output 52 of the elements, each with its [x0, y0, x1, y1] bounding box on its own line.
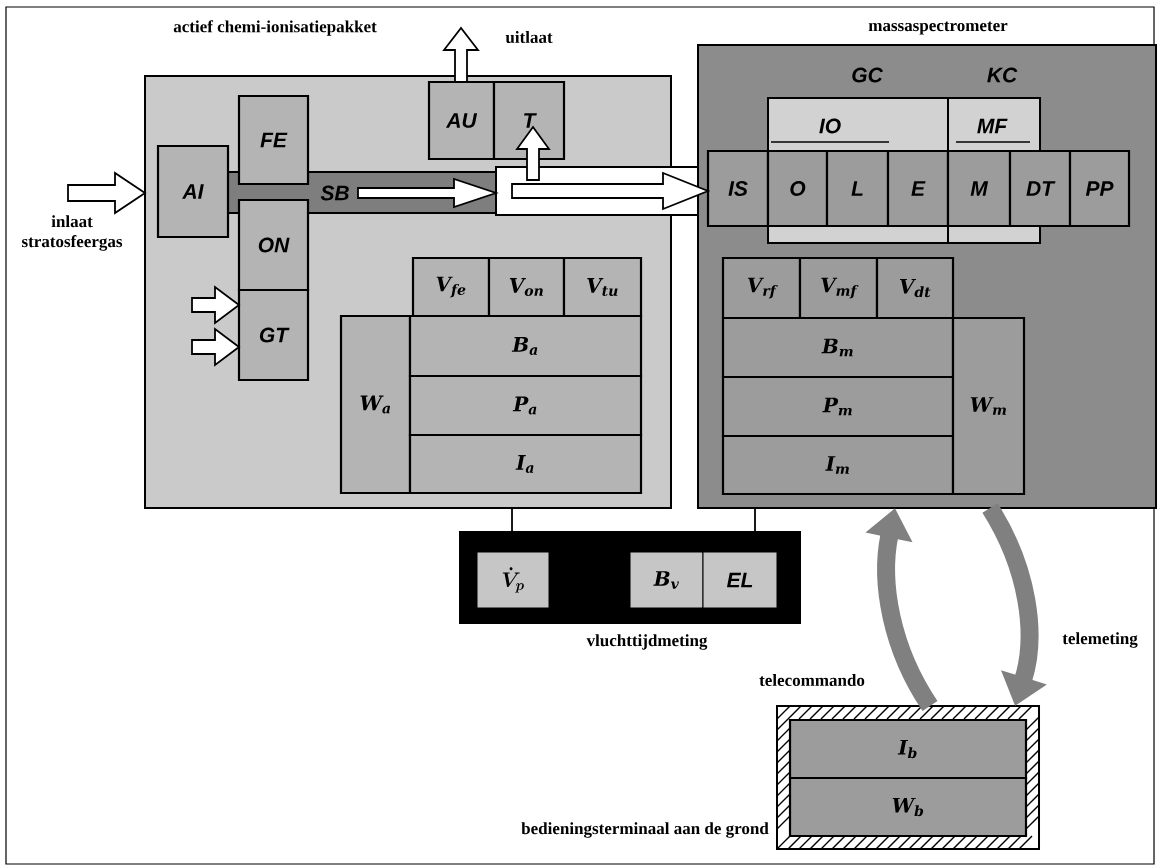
- channel-label: SB: [320, 185, 349, 201]
- edge-label: telemeting: [1060, 630, 1140, 650]
- arrow: [511, 171, 711, 211]
- module-box: IS: [706, 149, 770, 228]
- heading: actief chemi-ionisatiepakket: [173, 20, 377, 36]
- module-box: O: [766, 149, 829, 228]
- parameter-cell: I$_{m}$: [721, 434, 955, 496]
- parameter-cell: I$_{b}$: [788, 718, 1028, 780]
- connector-line: [754, 507, 756, 533]
- module-box: T: [492, 80, 566, 161]
- heading: bedieningsterminaal aan de grond: [521, 822, 769, 838]
- outlet-label: uitlaat: [505, 31, 553, 43]
- section-label: IO: [819, 118, 841, 134]
- parameter-cell: $\dot{V}_{p}$: [476, 551, 550, 609]
- parameter-cell: V$_{rf}$: [721, 256, 802, 320]
- inlet-label: inlaat stratosfeergas: [22, 215, 123, 251]
- section-label: MF: [977, 118, 1008, 134]
- module-box: ON: [237, 198, 310, 292]
- parameter-cell: V$_{fe}$: [411, 256, 491, 318]
- parameter-cell: W$_{a}$: [339, 314, 412, 495]
- module-box: FE: [237, 94, 310, 186]
- parameter-cell: P$_{a}$: [408, 374, 643, 437]
- edge-label: telecommando: [757, 672, 867, 688]
- module-box: PP: [1068, 149, 1131, 228]
- parameter-cell: V$_{tu}$: [562, 256, 643, 318]
- parameter-cell: I$_{a}$: [408, 433, 643, 495]
- module-box: AU: [427, 80, 496, 161]
- parameter-cell: W$_{m}$: [951, 316, 1026, 496]
- module-box: L: [825, 149, 890, 228]
- arrow: [191, 327, 241, 367]
- module-box: M: [946, 149, 1012, 228]
- arrow: [357, 177, 499, 209]
- arrow: [191, 285, 241, 325]
- parameter-cell: V$_{on}$: [487, 256, 566, 318]
- parameter-cell: V$_{dt}$: [875, 256, 955, 320]
- section-label: GC: [852, 67, 883, 83]
- parameter-cell: B$_{v}$: [629, 551, 704, 609]
- module-box: AI: [156, 144, 230, 239]
- module-box: DT: [1008, 149, 1072, 228]
- arrow: [442, 26, 480, 83]
- arrow: [515, 125, 551, 181]
- parameter-cell: V$_{mf}$: [798, 256, 879, 320]
- parameter-cell: W$_{b}$: [788, 776, 1028, 838]
- module-box: EL: [702, 551, 778, 609]
- heading: massaspectrometer: [868, 21, 1008, 35]
- module-box: GT: [237, 288, 310, 382]
- heading: vluchttijdmeting: [586, 634, 708, 650]
- section-label: KC: [987, 67, 1018, 83]
- connector-line: [511, 507, 513, 533]
- parameter-cell: P$_{m}$: [721, 375, 955, 438]
- module-box: E: [886, 149, 950, 228]
- arrow: [67, 171, 147, 215]
